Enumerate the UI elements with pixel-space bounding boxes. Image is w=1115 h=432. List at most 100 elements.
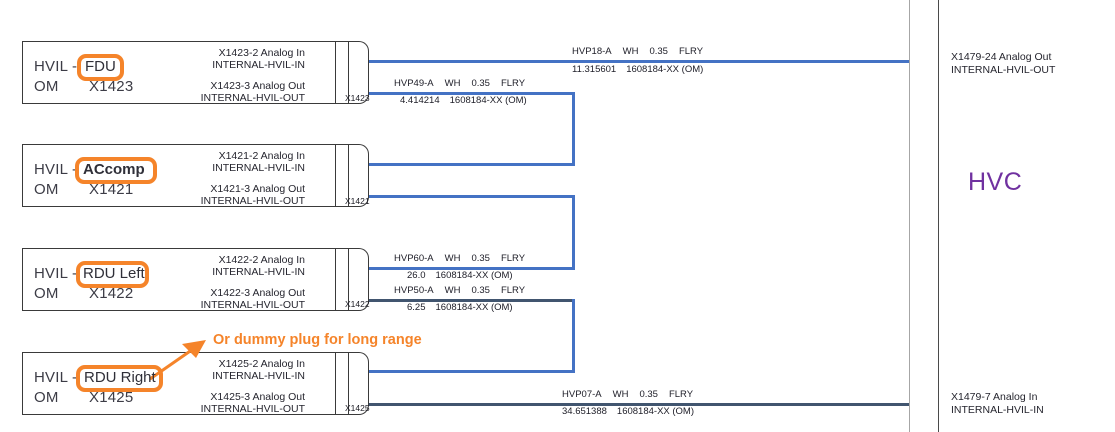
wire-id: HVP60-A xyxy=(394,253,434,264)
box-divider xyxy=(335,145,336,206)
box-divider xyxy=(335,42,336,103)
wire-length: 11.315601 xyxy=(572,64,617,75)
wire-label-hvp50-spec: HVP50-A WH 0.35 FLRY xyxy=(394,285,536,296)
wire-color-code: WH xyxy=(622,46,639,57)
wire-segment-hvp50-top xyxy=(349,299,575,302)
pin-label-x1421-3: X1421-3 Analog Out INTERNAL-HVIL-OUT xyxy=(150,183,305,207)
wire-segment-hvp60-vert xyxy=(572,195,575,270)
wire-material: FLRY xyxy=(678,46,704,57)
ecu-pin-line-2: INTERNAL-HVIL-IN xyxy=(951,403,1044,416)
wire-segment-hvp49-top xyxy=(349,92,575,95)
ecu-pin-line-1: X1479-7 Analog In xyxy=(951,391,1038,403)
pin-label-x1425-2: X1425-2 Analog In INTERNAL-HVIL-IN xyxy=(150,358,305,382)
wire-segment-hvp49-vert xyxy=(572,92,575,166)
pin-label-x1421-2: X1421-2 Analog In INTERNAL-HVIL-IN xyxy=(150,150,305,174)
wire-segment-hvp60-bottom xyxy=(349,267,575,270)
wire-material: FLRY xyxy=(500,285,526,296)
pin-line-1: X1423-3 Analog Out xyxy=(210,80,305,92)
pin-line-2: INTERNAL-HVIL-OUT xyxy=(200,92,305,104)
component-partnumber-fdu: X1423 xyxy=(89,78,134,95)
pin-line-1: X1421-3 Analog Out xyxy=(210,183,305,195)
wire-id: HVP07-A xyxy=(562,389,602,400)
component-om-label-fdu: OM xyxy=(34,78,59,95)
lead-label-text: HVIL - xyxy=(34,369,78,386)
wire-part: 1608184-XX (OM) xyxy=(616,406,695,417)
pin-line-1: X1422-3 Analog Out xyxy=(210,287,305,299)
wire-segment-hvp18 xyxy=(349,60,909,63)
pin-label-x1425-3: X1425-3 Analog Out INTERNAL-HVIL-OUT xyxy=(150,391,305,415)
wire-segment-hvp50-bottom xyxy=(349,370,575,373)
pin-line-1: X1425-3 Analog Out xyxy=(210,391,305,403)
component-name-rdu-right: RDU Right xyxy=(84,369,156,386)
wire-segment-hvp49-bottom xyxy=(349,163,575,166)
connector-id-x1425: X1425 xyxy=(345,403,370,413)
panel-divider-dark xyxy=(938,0,939,432)
component-partnumber-rdu-left: X1422 xyxy=(89,285,134,302)
pin-line-1: X1425-2 Analog In xyxy=(218,358,305,370)
box-divider xyxy=(335,249,336,310)
wire-id: HVP18-A xyxy=(572,46,612,57)
ecu-pin-label-x1479-24: X1479-24 Analog Out INTERNAL-HVIL-OUT xyxy=(951,51,1055,76)
wire-id: HVP50-A xyxy=(394,285,434,296)
wire-segment-hvp07 xyxy=(349,403,909,406)
wire-label-hvp49-length: 4.414214 1608184-XX (OM) xyxy=(400,95,537,106)
wire-length: 34.651388 xyxy=(562,406,607,417)
wire-material: FLRY xyxy=(500,78,526,89)
component-box-fdu[interactable] xyxy=(22,41,349,104)
panel-divider-light xyxy=(909,0,910,432)
wire-length: 26.0 xyxy=(407,270,426,281)
pin-label-x1422-3: X1422-3 Analog Out INTERNAL-HVIL-OUT xyxy=(150,287,305,311)
pin-line-2: INTERNAL-HVIL-OUT xyxy=(200,299,305,311)
pin-line-1: X1422-2 Analog In xyxy=(218,254,305,266)
pin-line-1: X1421-2 Analog In xyxy=(218,150,305,162)
component-name-rdu-left: RDU Left xyxy=(83,265,145,282)
component-partnumber-rdu-right: X1425 xyxy=(89,389,134,406)
ecu-pin-line-2: INTERNAL-HVIL-OUT xyxy=(951,63,1056,76)
lead-label-text: HVIL - xyxy=(34,58,78,75)
pin-line-2: INTERNAL-HVIL-IN xyxy=(212,59,305,71)
wire-gauge: 0.35 xyxy=(471,285,490,296)
wire-label-hvp60-length: 26.0 1608184-XX (OM) xyxy=(407,270,523,281)
pin-label-x1422-2: X1422-2 Analog In INTERNAL-HVIL-IN xyxy=(150,254,305,278)
ecu-pin-label-x1479-7: X1479-7 Analog In INTERNAL-HVIL-IN xyxy=(951,391,1044,416)
component-name-accomp: ACcomp xyxy=(83,161,145,178)
ecu-pin-line-1: X1479-24 Analog Out xyxy=(951,51,1052,63)
wire-label-hvp18-length: 11.315601 1608184-XX (OM) xyxy=(572,64,713,75)
component-lead-label-fdu: HVIL - xyxy=(34,58,77,75)
wire-length: 4.414214 xyxy=(400,95,440,106)
connector-stub-x1422[interactable] xyxy=(349,248,369,311)
wire-color-code: WH xyxy=(444,285,461,296)
connector-stub-x1423[interactable] xyxy=(349,41,369,104)
component-om-label-rdu-right: OM xyxy=(34,389,59,406)
pin-line-2: INTERNAL-HVIL-OUT xyxy=(200,195,305,207)
pin-label-x1423-2: X1423-2 Analog In INTERNAL-HVIL-IN xyxy=(150,47,305,71)
component-om-label-accomp: OM xyxy=(34,181,59,198)
wire-part: 1608184-XX (OM) xyxy=(626,64,704,75)
connector-stub-x1425[interactable] xyxy=(349,352,369,415)
pin-label-x1423-3: X1423-3 Analog Out INTERNAL-HVIL-OUT xyxy=(150,80,305,104)
component-box-rdu-left[interactable] xyxy=(22,248,349,311)
wire-part: 1608184-XX (OM) xyxy=(449,95,527,106)
pin-line-2: INTERNAL-HVIL-IN xyxy=(212,370,305,382)
connector-stub-x1421[interactable] xyxy=(349,144,369,207)
component-box-accomp[interactable] xyxy=(22,144,349,207)
wire-gauge: 0.35 xyxy=(471,78,490,89)
wire-gauge: 0.35 xyxy=(471,253,490,264)
component-lead-label-rdu-left: HVIL - xyxy=(34,265,77,282)
component-lead-label-accomp: HVIL - xyxy=(34,161,77,178)
pin-line-1: X1423-2 Analog In xyxy=(218,47,305,59)
lead-label-text: HVIL - xyxy=(34,265,78,282)
wire-material: FLRY xyxy=(668,389,694,400)
wire-color-code: WH xyxy=(612,389,629,400)
ecu-title-hvc: HVC xyxy=(968,168,1023,196)
connector-id-x1423: X1423 xyxy=(345,93,370,103)
component-partnumber-accomp: X1421 xyxy=(89,181,134,198)
wire-segment-hvp50-vert xyxy=(572,299,575,373)
box-divider xyxy=(335,353,336,414)
wire-part: 1608184-XX (OM) xyxy=(435,270,513,281)
annotation-text: Or dummy plug for long range xyxy=(213,332,422,348)
pin-line-2: INTERNAL-HVIL-IN xyxy=(212,266,305,278)
